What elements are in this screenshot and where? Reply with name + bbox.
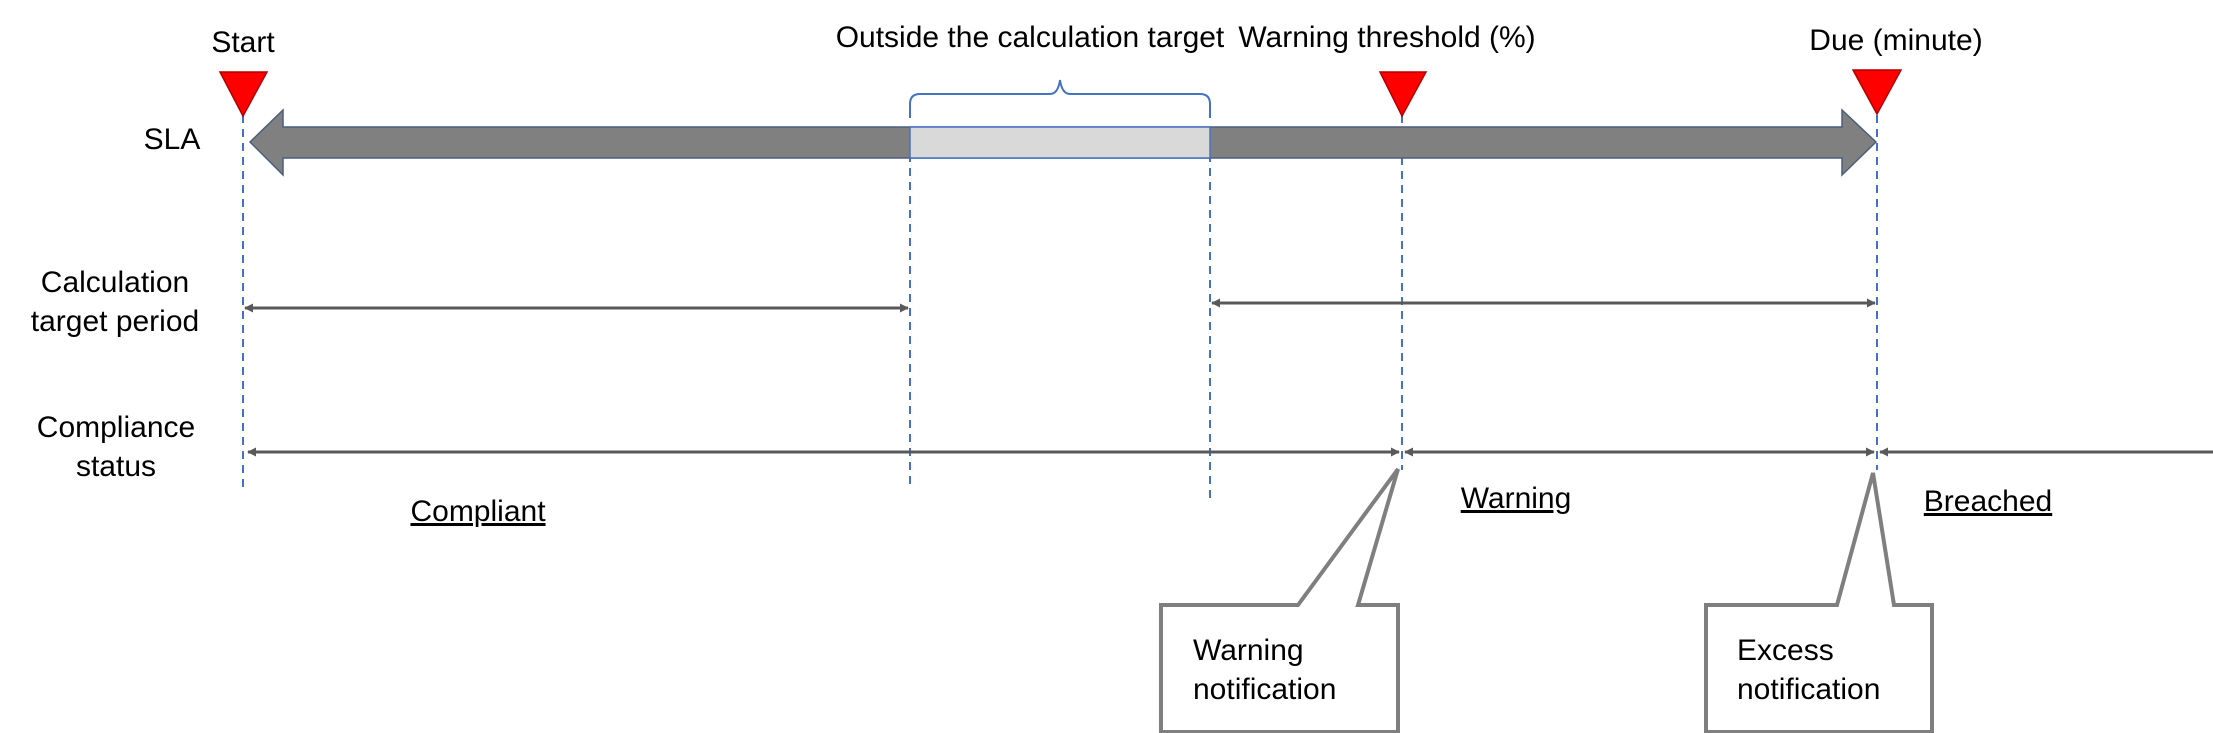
excess-notification-callout bbox=[1704, 472, 1934, 733]
warning-threshold-label: Warning threshold (%) bbox=[1238, 21, 1535, 54]
warning-notification-text-line2: notification bbox=[1193, 673, 1336, 706]
start-label: Start bbox=[211, 26, 275, 59]
warning-status-label: Warning bbox=[1461, 482, 1572, 515]
due-label: Due (minute) bbox=[1809, 24, 1982, 57]
start-marker-triangle bbox=[218, 71, 269, 118]
due-marker-triangle bbox=[1851, 69, 1903, 116]
excluded-period-brace bbox=[909, 79, 1211, 118]
excluded-period-segment bbox=[909, 126, 1211, 159]
excess-notification-text-line1: Excess bbox=[1737, 634, 1834, 667]
guide-lines bbox=[242, 115, 1878, 500]
compliant-status-label: Compliant bbox=[410, 495, 546, 528]
warning-threshold-marker-triangle bbox=[1378, 71, 1428, 118]
compliance-row-label-line1: Compliance bbox=[37, 411, 195, 444]
calculation-row-label-line1: Calculation bbox=[41, 266, 189, 299]
calculation-row-label-line2: target period bbox=[31, 305, 199, 338]
breached-status-label: Breached bbox=[1924, 485, 2052, 518]
warning-notification-text-line1: Warning bbox=[1193, 634, 1304, 667]
outside-calculation-label: Outside the calculation target bbox=[836, 21, 1225, 54]
excess-notification-text-line2: notification bbox=[1737, 673, 1880, 706]
compliance-row-label-line2: status bbox=[76, 450, 156, 483]
warning-notification-callout bbox=[1159, 467, 1400, 733]
sla-row-label: SLA bbox=[144, 123, 201, 156]
